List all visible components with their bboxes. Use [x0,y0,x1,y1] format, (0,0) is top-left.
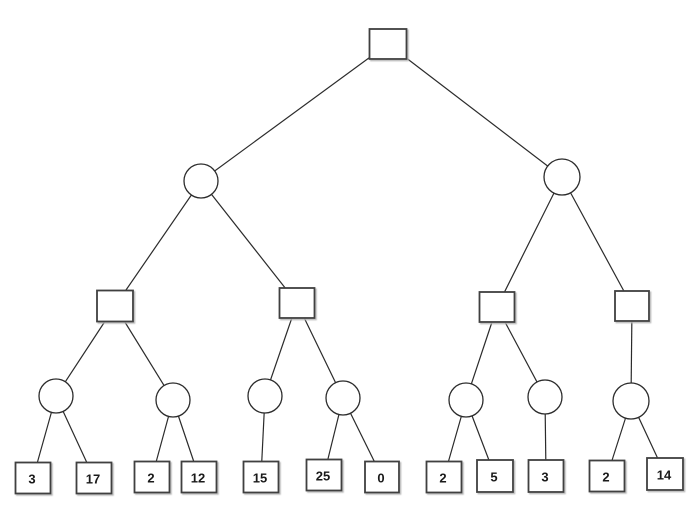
tree-edge-n2-s3 [496,176,563,308]
tree-node-n1 [183,163,219,199]
leaf-node-l4 [180,460,218,494]
leaf-node-l2 [75,461,113,495]
tree-node-c7 [612,382,650,420]
tree-node-n2 [543,158,581,196]
leaf-value-l8: 2 [439,471,446,486]
leaf-value-l12: 14 [657,468,672,483]
leaf-node-l9 [476,459,514,493]
tree-edge-root-n1 [200,43,389,182]
tree-node-c3 [247,378,283,414]
tree-node-c4 [325,380,361,416]
tree-edge-root-n2 [387,43,563,178]
leaf-node-l10 [527,459,565,493]
leaf-value-l4: 12 [191,471,205,486]
leaf-node-l7 [364,460,400,494]
tree-node-c6 [527,379,563,415]
tree-node-s3 [478,291,516,323]
tree-edge-n2-s4 [561,176,633,307]
leaf-value-l9: 5 [490,470,497,485]
leaf-node-l1 [14,461,52,495]
leaf-node-l11 [588,459,626,493]
leaf-node-l3 [133,460,171,494]
leaf-value-l5: 15 [253,471,267,486]
tree-node-root [368,28,408,60]
leaf-node-l8 [425,460,463,494]
tree-node-s2 [278,287,316,319]
leaf-value-l3: 2 [147,471,154,486]
tree-node-c2 [155,382,191,418]
leaf-value-l10: 3 [541,470,548,485]
leaf-value-l7: 0 [377,471,384,486]
leaf-value-l11: 2 [602,470,609,485]
tree-node-s1 [96,289,134,323]
tree-edge-n1-s2 [200,180,298,304]
leaf-node-l12 [646,457,684,491]
tree-node-s4 [614,290,650,322]
leaf-node-l6 [305,458,343,492]
leaf-value-l1: 3 [28,472,35,487]
leaf-value-l2: 17 [86,472,100,487]
leaf-node-l5 [242,460,280,494]
leaf-value-l6: 25 [316,469,330,484]
tree-edge-n1-s1 [114,180,202,307]
tree-node-c1 [38,378,74,414]
tree-node-c5 [448,382,484,418]
